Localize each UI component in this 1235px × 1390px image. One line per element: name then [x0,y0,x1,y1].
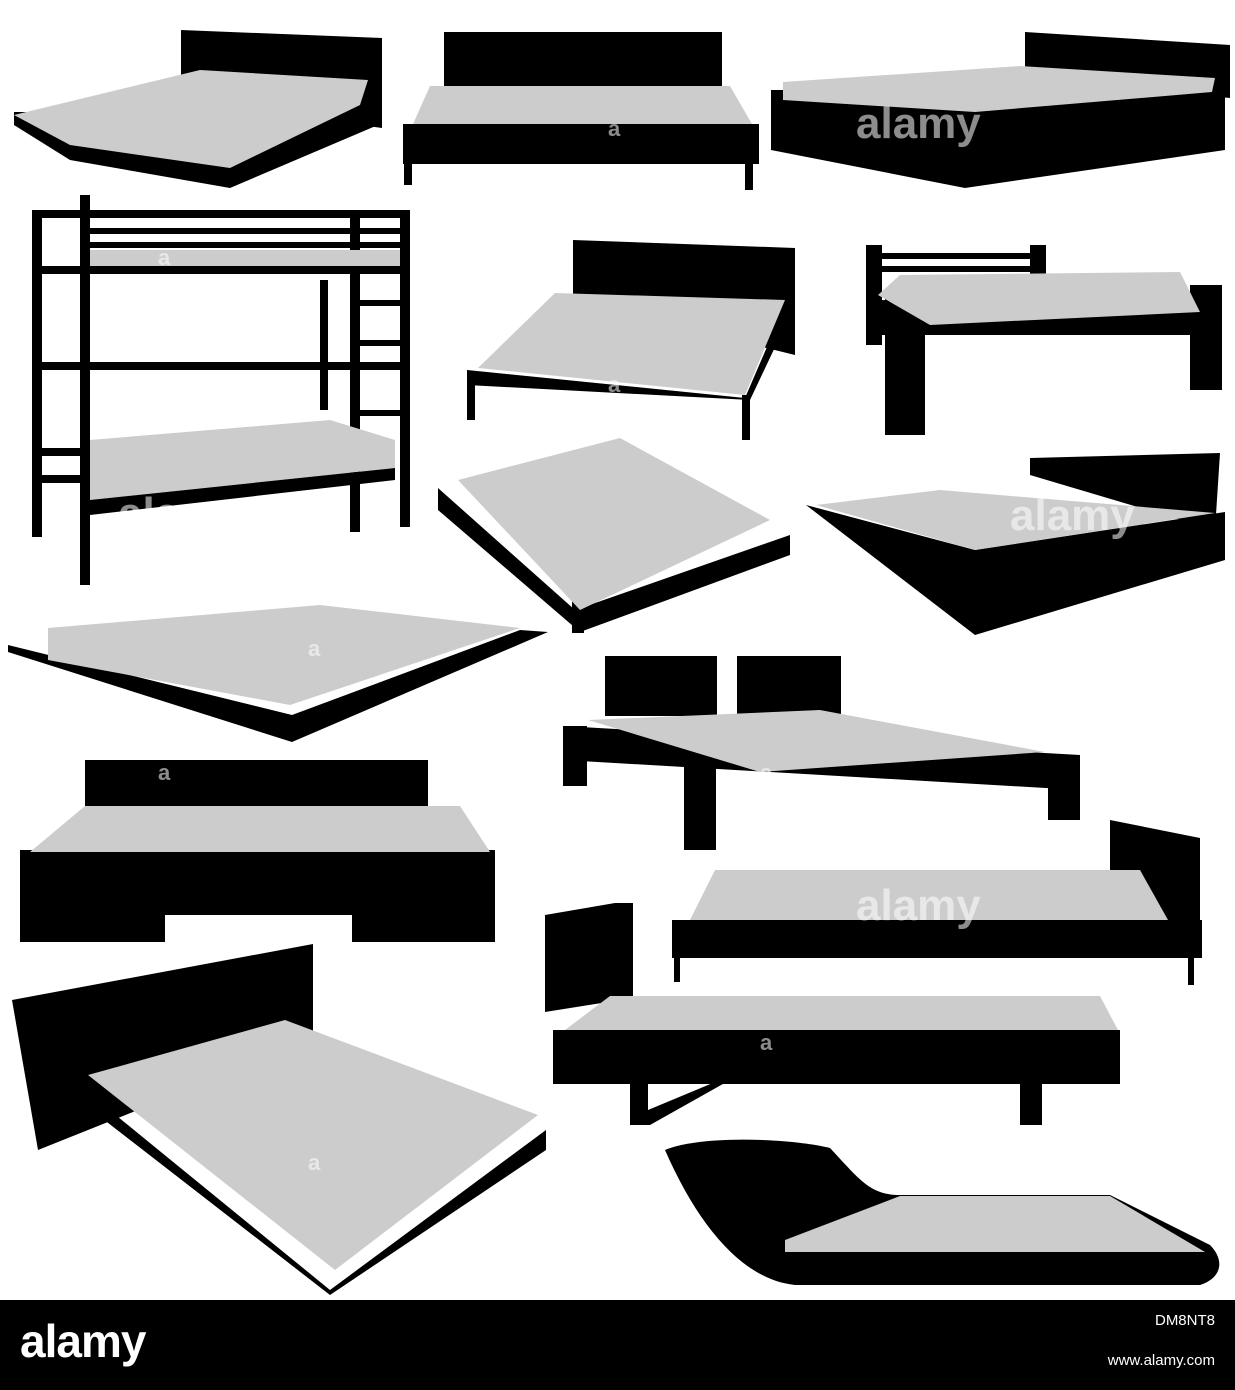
bed-silhouette-6 [866,245,1222,435]
bed-silhouette-13 [12,944,546,1295]
bed-silhouette-9 [8,605,548,742]
bed-silhouette-11 [20,760,495,942]
watermark-short: a [158,760,171,785]
footer-site-url: www.alamy.com [1107,1352,1215,1369]
watermark-text: alamy [856,99,981,148]
bed-silhouette-4 [32,195,410,585]
footer-bar: alamy DM8NT8 www.alamy.com [0,1300,1235,1390]
bed-silhouette-10 [563,656,1080,850]
bed-silhouette-2 [403,32,759,190]
watermark-short: a [308,1150,321,1175]
watermark-short: a [608,372,621,397]
bed-silhouette-1 [14,30,382,188]
watermark-short: a [760,1030,773,1055]
watermark-text: alamy [118,489,243,538]
watermark-short: a [158,245,171,270]
watermark-short: a [760,760,773,785]
footer-brand-logo: alamy [20,1315,146,1367]
footer-image-id: DM8NT8 [1154,1312,1215,1329]
bed-silhouette-12 [672,820,1202,985]
bed-silhouette-7 [438,438,790,633]
watermark-text: alamy [1010,491,1135,540]
watermark-short: a [308,636,321,661]
bed-silhouette-3 [771,32,1230,188]
bed-silhouette-14 [545,903,1120,1125]
bed-silhouette-15 [665,1139,1220,1285]
watermark-short: a [608,116,621,141]
watermark-layer: alamy alamy alamy alamy a a a a a a a a [118,99,1135,1175]
bed-silhouette-5 [467,240,795,440]
watermark-text: alamy [856,881,981,930]
bed-silhouettes-illustration: alamy alamy alamy alamy a a a a a a a a [8,30,1230,1295]
bed-silhouette-8 [806,453,1225,635]
